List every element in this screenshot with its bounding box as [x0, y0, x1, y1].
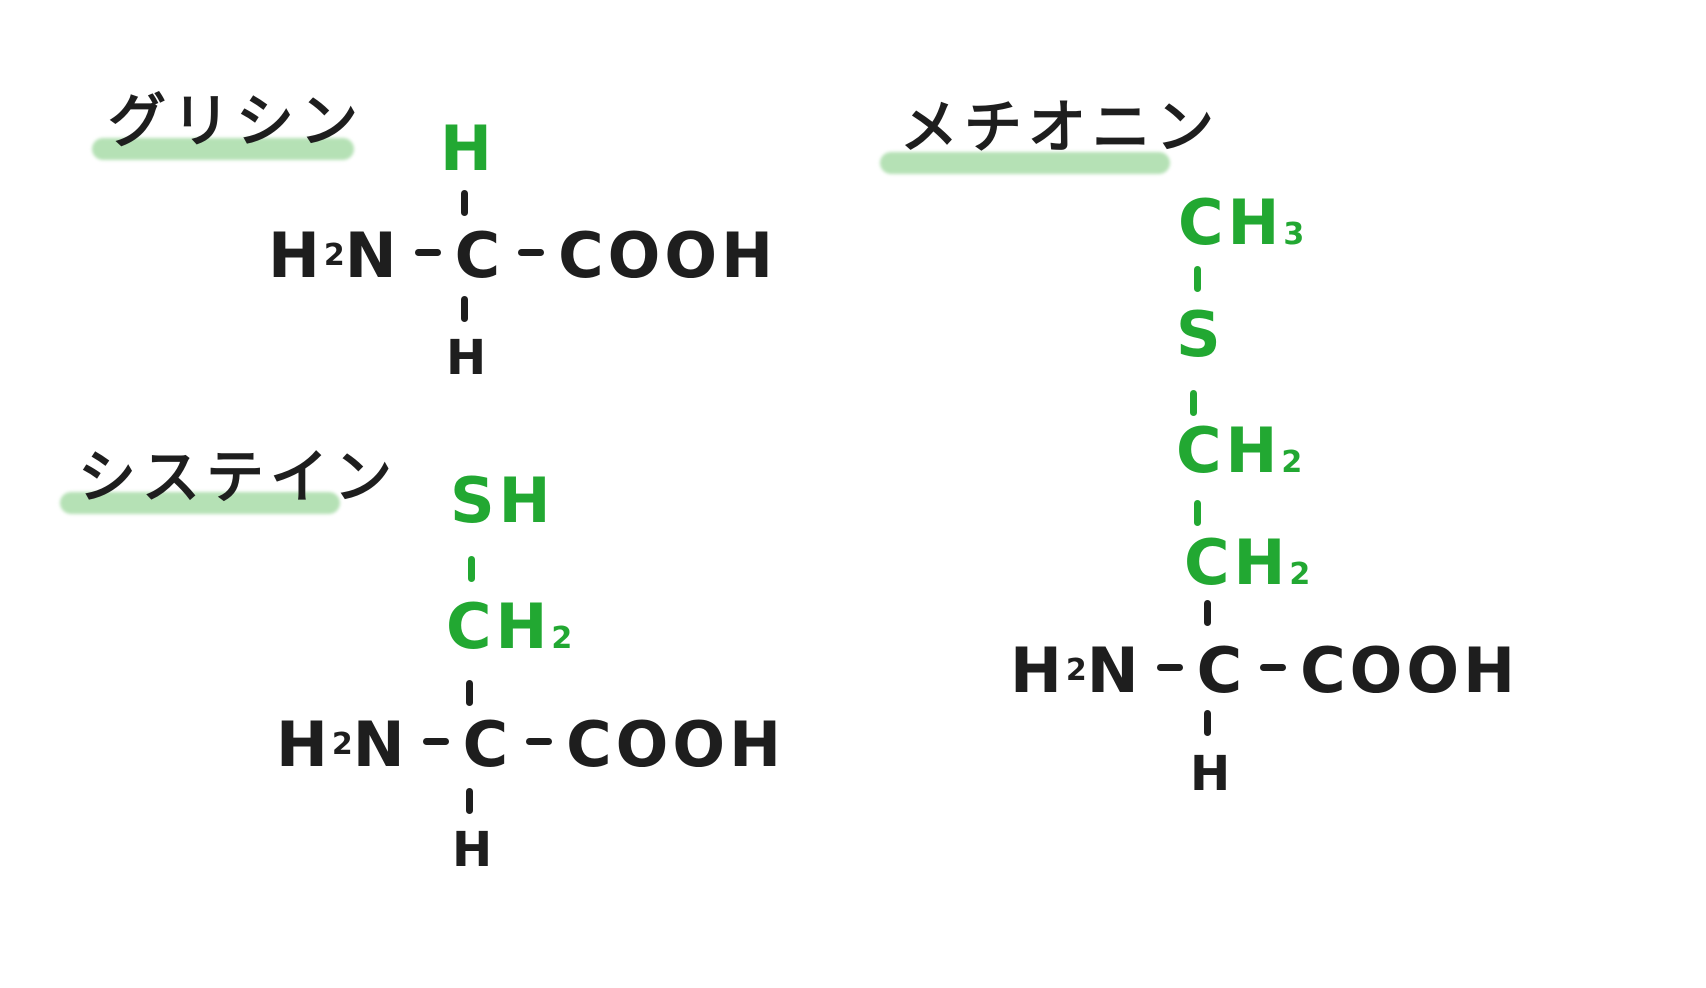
side-chain-atom: CH2 — [446, 590, 573, 663]
title-highlight — [60, 492, 340, 514]
side-chain-atom: CH3 — [1178, 186, 1305, 259]
bond-vertical — [466, 680, 473, 706]
bond-vertical — [461, 296, 468, 322]
bond-vertical — [1194, 500, 1201, 526]
bottom-hydrogen: H — [1190, 746, 1235, 802]
bond-vertical — [1190, 390, 1197, 416]
molecule-title: メチオニン — [900, 93, 1221, 161]
bond-horizontal — [1156, 663, 1183, 671]
bottom-hydrogen: H — [452, 822, 497, 878]
bond-horizontal — [414, 248, 441, 256]
bond-vertical — [1204, 600, 1211, 626]
side-chain-atom: H — [440, 112, 496, 185]
bond-vertical — [461, 190, 468, 216]
alpha-carbon: C — [462, 708, 513, 781]
alpha-carbon: C — [454, 219, 505, 292]
side-chain-atom: CH2 — [1176, 414, 1303, 487]
side-chain-atom: S — [1176, 298, 1225, 371]
side-chain-atom: CH2 — [1184, 526, 1311, 599]
bond-horizontal — [518, 248, 545, 256]
bottom-hydrogen: H — [446, 330, 491, 386]
side-chain-atom: SH — [450, 464, 555, 537]
bond-horizontal — [422, 737, 449, 745]
bond-vertical — [1204, 710, 1211, 736]
title-highlight — [92, 138, 354, 160]
molecule-title: グリシン — [108, 87, 365, 155]
title-highlight — [880, 152, 1170, 174]
molecule-title: システイン — [78, 443, 399, 511]
bond-horizontal — [526, 737, 553, 745]
bond-horizontal — [1260, 663, 1287, 671]
bond-vertical — [468, 556, 475, 582]
bond-vertical — [1194, 266, 1201, 292]
alpha-carbon: C — [1196, 634, 1247, 707]
bond-vertical — [466, 788, 473, 814]
